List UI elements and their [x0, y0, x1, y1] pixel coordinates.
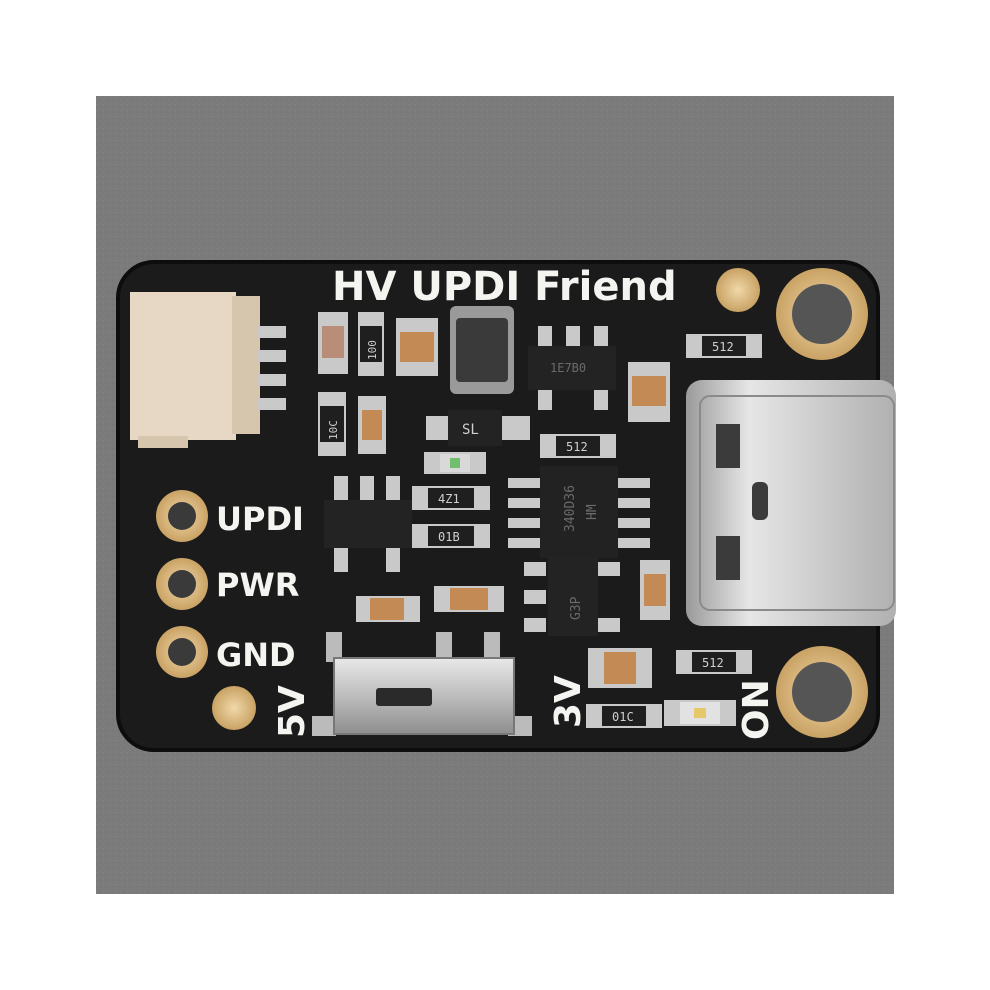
resistor-512-a: 512	[686, 334, 762, 358]
stemma-connector	[130, 292, 286, 448]
svg-text:512: 512	[566, 440, 588, 454]
board-title: HV UPDI Friend	[332, 264, 677, 310]
pin-label-gnd: GND	[216, 636, 296, 674]
capacitor-7	[318, 312, 348, 374]
resistor-01b: 01B	[412, 524, 490, 548]
switch-label-5v: 5V	[272, 685, 313, 738]
power-led	[664, 700, 736, 726]
usb-c-connector	[686, 380, 896, 626]
capacitor-4	[356, 596, 420, 622]
pin-label-pwr: PWR	[216, 566, 299, 604]
svg-text:G3P: G3P	[569, 596, 584, 620]
svg-text:4Z1: 4Z1	[438, 492, 460, 506]
svg-text:SL: SL	[462, 422, 479, 438]
led-label-on: ON	[736, 679, 777, 740]
capacitor-8	[358, 396, 386, 454]
capacitor-1	[396, 318, 438, 376]
status-led	[424, 452, 486, 474]
svg-text:512: 512	[702, 656, 724, 670]
capacitor-2	[628, 362, 670, 422]
sot-chip-left	[324, 476, 412, 572]
mosfet-sl: SL	[426, 410, 530, 446]
svg-text:100: 100	[366, 340, 379, 360]
mounting-hole-bottom-right	[776, 646, 868, 738]
capacitor-5	[434, 586, 504, 612]
sot-chip-top: 1E7B0	[528, 326, 616, 410]
svg-text:01B: 01B	[438, 530, 460, 544]
resistor-4z1: 4Z1	[412, 486, 490, 510]
via-pad-bottom	[212, 686, 256, 730]
switch-label-3v: 3V	[548, 675, 589, 728]
resistor-512-b: 512	[540, 434, 616, 458]
via-pad-top	[716, 268, 760, 312]
pin-pad-pwr	[156, 558, 208, 610]
capacitor-6	[640, 560, 670, 620]
pin-label-updi: UPDI	[216, 500, 304, 538]
mounting-hole-top-right	[776, 268, 868, 360]
resistor-100: 100	[358, 312, 384, 376]
pin-pad-updi	[156, 490, 208, 542]
svg-text:10C: 10C	[327, 420, 340, 440]
capacitor-3	[588, 648, 652, 688]
voltage-slide-switch	[312, 632, 532, 736]
resistor-01c: 01C	[586, 704, 662, 728]
resistor-512-c: 512	[676, 650, 752, 674]
svg-text:512: 512	[712, 340, 734, 354]
sot-chip-g3p: G3P	[524, 556, 620, 636]
svg-text:01C: 01C	[612, 710, 634, 724]
svg-text:1E7B0: 1E7B0	[550, 361, 586, 375]
main-ic: 340D36 HM	[508, 466, 650, 558]
svg-text:340D36: 340D36	[563, 485, 578, 532]
svg-text:HM: HM	[585, 504, 600, 520]
resistor-10c: 10C	[318, 392, 346, 456]
inductor	[450, 306, 514, 394]
pin-pad-gnd	[156, 626, 208, 678]
